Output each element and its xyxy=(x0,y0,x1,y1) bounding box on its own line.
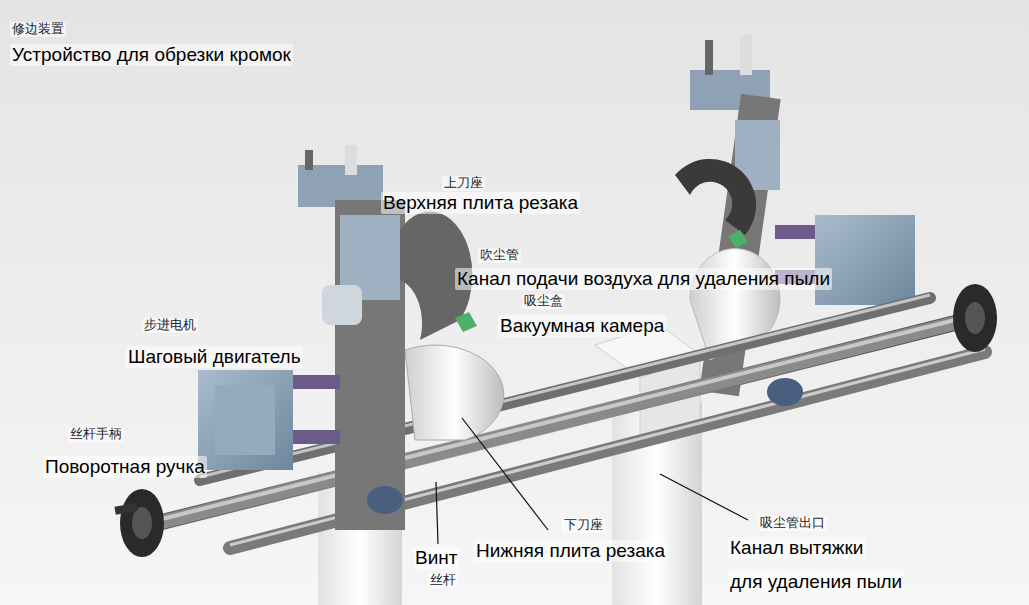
part-label-cn: 步进电机 xyxy=(142,318,198,333)
part-label-ru: Верхняя плита резака xyxy=(381,192,580,214)
title-cn: 修边装置 xyxy=(10,22,66,37)
title-ru: Устройство для обрезки кромок xyxy=(10,44,293,66)
part-label-ru: Нижняя плита резака xyxy=(474,540,667,562)
part-label-cn: 吸尘管出口 xyxy=(758,516,827,531)
part-label-cn: 上刀座 xyxy=(442,176,485,191)
part-label-ru: Канал вытяжки xyxy=(728,537,865,559)
part-label-ru: для удаления пыли xyxy=(728,571,904,593)
part-label-cn: 吸尘盒 xyxy=(522,294,565,309)
part-label-ru: Шаговый двигатель xyxy=(126,346,303,368)
part-label-ru: Винт xyxy=(413,547,459,569)
part-label-ru: Поворотная ручка xyxy=(43,456,207,478)
part-label-cn: 吹尘管 xyxy=(478,248,521,263)
part-label-ru: Вакуумная камера xyxy=(498,315,666,337)
part-label-cn: 丝杆手柄 xyxy=(68,427,124,442)
part-label-ru: Канал подачи воздуха для удаления пыли xyxy=(455,268,832,290)
part-label-cn: 下刀座 xyxy=(562,518,605,533)
part-label-cn: 丝杆 xyxy=(428,573,458,588)
